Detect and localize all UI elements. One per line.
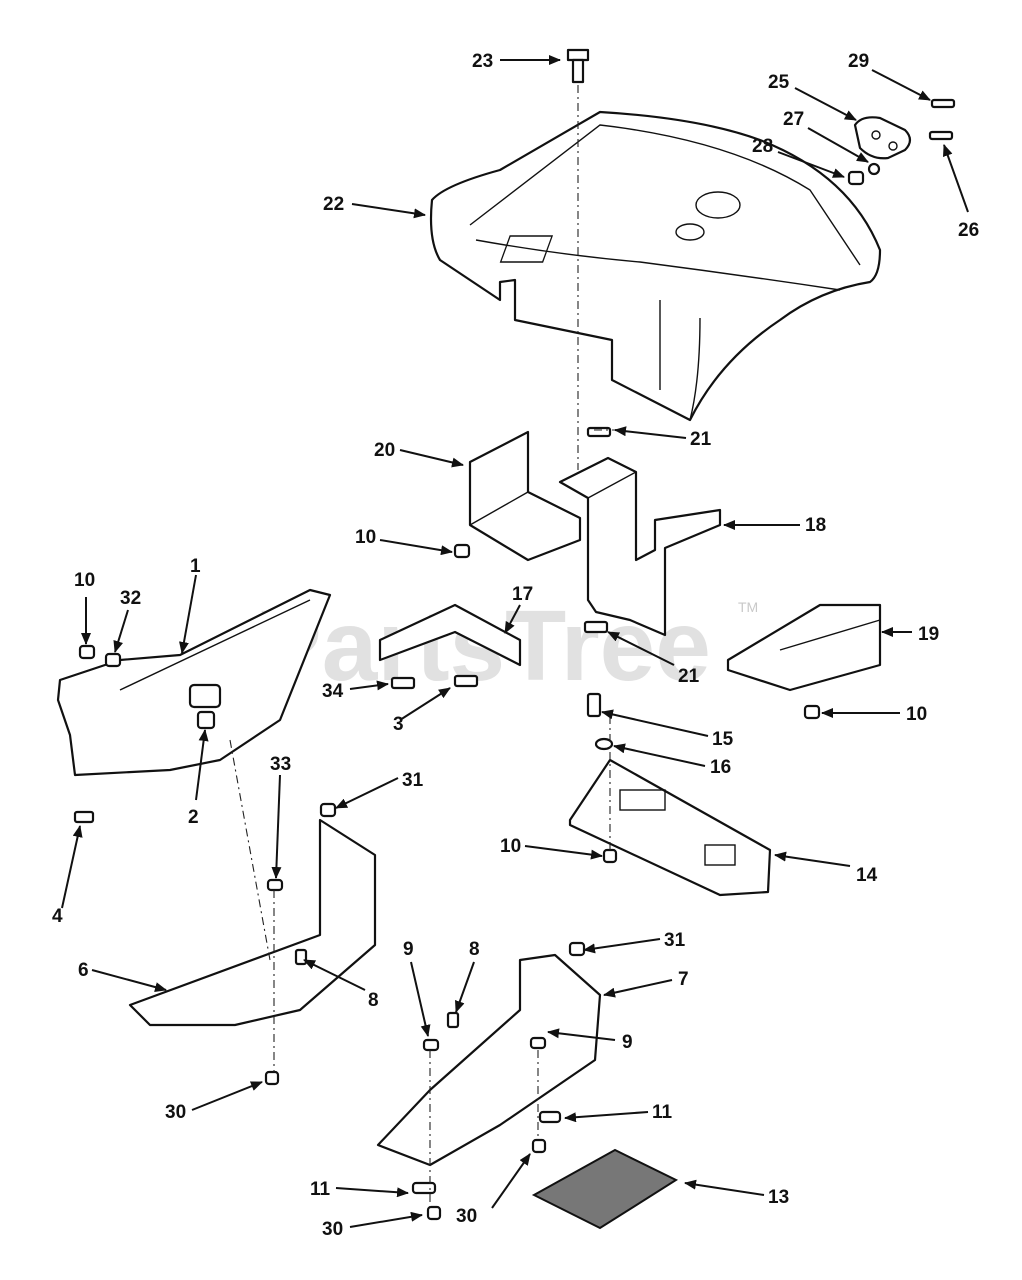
- part-plate-6: [128, 818, 377, 1027]
- callout-16: 16: [710, 757, 731, 778]
- callout-9-left: 9: [403, 939, 414, 960]
- callout-18: 18: [805, 515, 826, 536]
- part-bracket-20: [468, 430, 582, 562]
- part-pad-13: [531, 1148, 679, 1230]
- callout-10-b: 10: [74, 570, 95, 591]
- part-cover-19: [726, 603, 882, 692]
- callout-1: 1: [190, 556, 201, 577]
- callout-labels: 23 25 29 27 28 26 22 21 20 18 10 1 10 32…: [52, 51, 979, 1240]
- callout-23: 23: [472, 51, 493, 72]
- callout-34: 34: [322, 681, 344, 702]
- callout-30-top: 30: [165, 1102, 186, 1123]
- watermark-trademark: TM: [738, 599, 758, 615]
- callout-27: 27: [783, 109, 804, 130]
- callout-10-d: 10: [500, 836, 521, 857]
- callout-10-a: 10: [355, 527, 376, 548]
- callout-arrows: [61, 55, 969, 1228]
- part-bracket-center: [558, 426, 722, 637]
- part-frame-1: [56, 588, 332, 777]
- callout-21-bottom: 21: [678, 666, 700, 687]
- callout-6: 6: [78, 960, 89, 981]
- callout-3: 3: [393, 714, 404, 735]
- part-plate-7: [376, 953, 602, 1167]
- callout-8-left: 8: [368, 990, 379, 1011]
- callout-28: 28: [752, 136, 773, 157]
- callout-4: 4: [52, 906, 63, 927]
- part-hood: [429, 110, 882, 422]
- part-angle-17: [378, 603, 522, 667]
- callout-31-bottom: 31: [664, 930, 686, 951]
- part-hardware: [73, 543, 821, 1221]
- callout-22: 22: [323, 194, 344, 215]
- callout-11-left: 11: [310, 1179, 331, 1200]
- callout-33: 33: [270, 754, 291, 775]
- callout-9-right: 9: [622, 1032, 633, 1053]
- callout-25: 25: [768, 72, 790, 93]
- callout-2: 2: [188, 807, 199, 828]
- callout-14: 14: [856, 865, 878, 886]
- part-bolt-top: [566, 48, 590, 84]
- callout-30-left: 30: [322, 1219, 343, 1240]
- callout-21-top: 21: [690, 429, 712, 450]
- callout-8-right: 8: [469, 939, 480, 960]
- callout-15: 15: [712, 729, 734, 750]
- part-plate: [847, 98, 956, 186]
- callout-26: 26: [958, 220, 979, 241]
- callout-30-mid: 30: [456, 1206, 477, 1227]
- callout-10-c: 10: [906, 704, 927, 725]
- callout-31-top: 31: [402, 770, 424, 791]
- callout-32: 32: [120, 588, 141, 609]
- part-rail-14: [568, 758, 772, 897]
- callout-17: 17: [512, 584, 533, 605]
- callout-19: 19: [918, 624, 939, 645]
- callout-7: 7: [678, 969, 689, 990]
- callout-13: 13: [768, 1187, 789, 1208]
- callout-29: 29: [848, 51, 869, 72]
- callout-20: 20: [374, 440, 395, 461]
- callout-11-right: 11: [652, 1102, 673, 1123]
